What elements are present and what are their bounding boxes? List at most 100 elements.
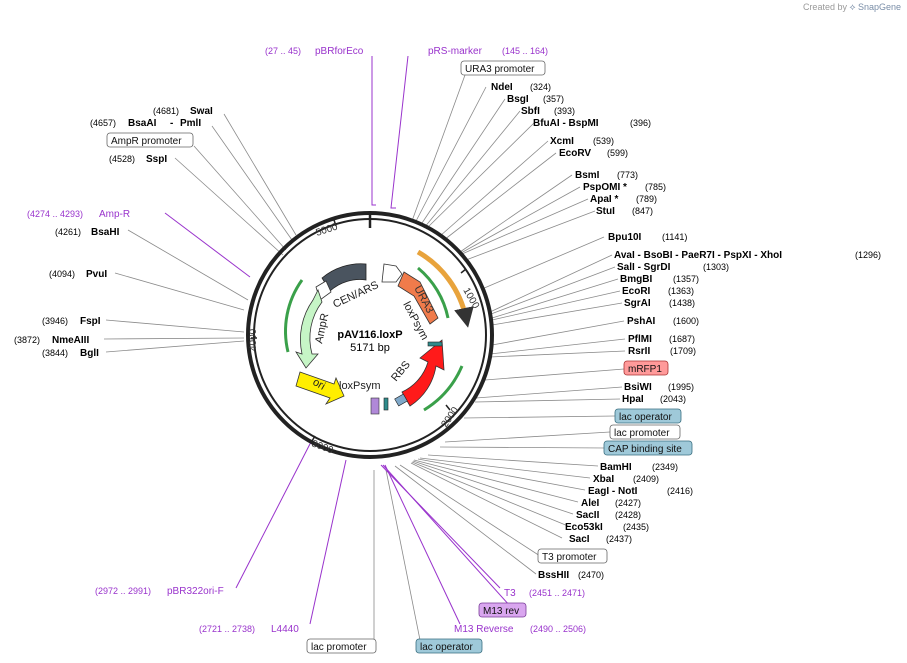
site-ecorv: EcoRV bbox=[559, 148, 591, 159]
svg-text:-: - bbox=[170, 118, 173, 129]
site-saci-pos: (2437) bbox=[606, 534, 632, 544]
feature-boxes: URA3 promoter AmpR promoter mRFP1 lac op… bbox=[106, 60, 693, 654]
site-bsahi: BsaHI bbox=[91, 227, 120, 238]
primer-pbrforeco-range: (27 .. 45) bbox=[265, 46, 301, 56]
site-pflmi: PflMI bbox=[628, 334, 652, 345]
site-bsgi: BsgI bbox=[507, 94, 529, 105]
site-sgrai-pos: (1438) bbox=[669, 298, 695, 308]
site-ndei-pos: (324) bbox=[530, 82, 551, 92]
site-bfuai-bspmi: BfuAI - BspMI bbox=[533, 118, 599, 129]
primer-pbr322ori-f-range: (2972 .. 2991) bbox=[95, 586, 151, 596]
box-lac-promoter-bottom: lac promoter bbox=[311, 642, 367, 653]
site-pshai-pos: (1600) bbox=[673, 316, 699, 326]
site-bsmi: BsmI bbox=[575, 170, 600, 181]
primer-amp-r: Amp-R bbox=[99, 209, 130, 220]
leader-lines bbox=[103, 74, 626, 641]
site-bgli: BglI bbox=[80, 348, 99, 359]
plasmid-name: pAV116.loxP bbox=[337, 329, 402, 341]
credit-prefix: Created by bbox=[802, 2, 847, 12]
tick-label-4000: 4000 bbox=[248, 328, 259, 351]
rbs-feature bbox=[401, 339, 445, 407]
site-stui: StuI bbox=[596, 206, 615, 217]
site-apai-pos: (789) bbox=[636, 194, 657, 204]
site-bpu10i: Bpu10I bbox=[608, 232, 642, 243]
site-bsshii: BssHII bbox=[538, 570, 569, 581]
site-avai-pos: (1296) bbox=[855, 250, 881, 260]
site-alei-pos: (2427) bbox=[615, 498, 641, 508]
box-cap-binding-site: CAP binding site bbox=[608, 444, 682, 455]
box-ura3-promoter: URA3 promoter bbox=[465, 64, 535, 75]
site-bgli-pos: (3844) bbox=[42, 348, 68, 358]
primer-t3: T3 bbox=[504, 588, 516, 599]
site-bsaai: BsaAI bbox=[128, 118, 157, 129]
site-bpu10i-pos: (1141) bbox=[662, 232, 687, 242]
ura3-feature bbox=[397, 271, 439, 325]
credit-brand: SnapGene bbox=[857, 2, 901, 12]
site-swai: SwaI bbox=[190, 106, 213, 117]
site-pflmi-pos: (1687) bbox=[669, 334, 695, 344]
site-hpai-pos: (2043) bbox=[660, 394, 686, 404]
site-fspi: FspI bbox=[80, 316, 101, 327]
cen-ars-feature bbox=[321, 263, 367, 292]
site-sali-pos: (1303) bbox=[703, 262, 729, 272]
site-alei: AleI bbox=[581, 498, 600, 509]
site-sacii: SacII bbox=[576, 510, 600, 521]
site-pvui-pos: (4094) bbox=[49, 269, 75, 279]
site-eco53ki-pos: (2435) bbox=[623, 522, 649, 532]
box-lac-operator-bottom: lac operator bbox=[420, 642, 473, 653]
site-stui-pos: (847) bbox=[632, 206, 653, 216]
site-swai-pos: (4681) bbox=[153, 106, 179, 116]
site-sgrai: SgrAI bbox=[624, 298, 651, 309]
box-m13-rev: M13 rev bbox=[483, 606, 519, 617]
box-lac-operator-right: lac operator bbox=[619, 412, 672, 423]
sites-right: NdeI (324) BsgI (357) SbfI (393) BfuAI -… bbox=[491, 82, 881, 581]
plasmid-size: 5171 bp bbox=[350, 342, 390, 354]
site-pmli: PmlI bbox=[180, 118, 201, 129]
site-rsrii-pos: (1709) bbox=[670, 346, 696, 356]
primer-prs-marker: pRS-marker bbox=[428, 46, 483, 57]
credit: Created by ⟡ SnapGene bbox=[803, 2, 901, 13]
box-mrfp1: mRFP1 bbox=[628, 364, 662, 375]
site-bmgbi: BmgBI bbox=[620, 274, 652, 285]
site-avai-group: AvaI - BsoBI - PaeR7I - PspXI - XhoI bbox=[614, 250, 782, 261]
site-pspomi: PspOMI * bbox=[583, 182, 627, 193]
feature-label-rbs: RBS bbox=[389, 359, 413, 384]
site-sali-sgrdi: SalI - SgrDI bbox=[617, 262, 671, 273]
feature-label-ori: ori bbox=[311, 376, 328, 393]
primer-prs-marker-range: (145 .. 164) bbox=[502, 46, 548, 56]
primer-l4440-range: (2721 .. 2738) bbox=[199, 624, 255, 634]
primer-t3-range: (2451 .. 2471) bbox=[529, 588, 585, 598]
box-t3-promoter: T3 promoter bbox=[542, 552, 597, 563]
tick-label-3000: 3000 bbox=[310, 438, 335, 456]
site-ndei: NdeI bbox=[491, 82, 513, 93]
site-pspomi-pos: (785) bbox=[645, 182, 666, 192]
site-xbai-pos: (2409) bbox=[633, 474, 659, 484]
site-eagi-noti: EagI - NotI bbox=[588, 486, 638, 497]
site-bamhi: BamHI bbox=[600, 462, 632, 473]
primer-amp-r-range: (4274 .. 4293) bbox=[27, 209, 83, 219]
primer-pbrforeco: pBRforEco bbox=[315, 46, 364, 57]
features bbox=[284, 249, 474, 415]
primer-l4440: L4440 bbox=[271, 624, 299, 635]
promoter-arrow bbox=[381, 263, 403, 283]
site-nmeaiii: NmeAIII bbox=[52, 335, 89, 346]
site-hpai: HpaI bbox=[622, 394, 644, 405]
site-bmgbi-pos: (1357) bbox=[673, 274, 699, 284]
site-bsgi-pos: (357) bbox=[543, 94, 564, 104]
box-lac-promoter-right: lac promoter bbox=[614, 428, 670, 439]
site-sspi-pos: (4528) bbox=[109, 154, 135, 164]
sites-left: (4681) SwaI (4657) BsaAI - PmlI (4528) S… bbox=[14, 106, 213, 359]
site-xcmi: XcmI bbox=[550, 136, 574, 147]
site-sacii-pos: (2428) bbox=[615, 510, 641, 520]
site-eagi-pos: (2416) bbox=[667, 486, 693, 496]
primer-lines bbox=[164, 55, 511, 625]
site-bamhi-pos: (2349) bbox=[652, 462, 678, 472]
site-saci: SacI bbox=[569, 534, 590, 545]
site-fspi-pos: (3946) bbox=[42, 316, 68, 326]
site-sbfi: SbfI bbox=[521, 106, 540, 117]
site-nmeaiii-pos: (3872) bbox=[14, 335, 40, 345]
primer-labels: (27 .. 45) pBRforEco pRS-marker (145 .. … bbox=[27, 46, 586, 635]
site-xbai: XbaI bbox=[593, 474, 614, 485]
site-sspi: SspI bbox=[146, 154, 167, 165]
